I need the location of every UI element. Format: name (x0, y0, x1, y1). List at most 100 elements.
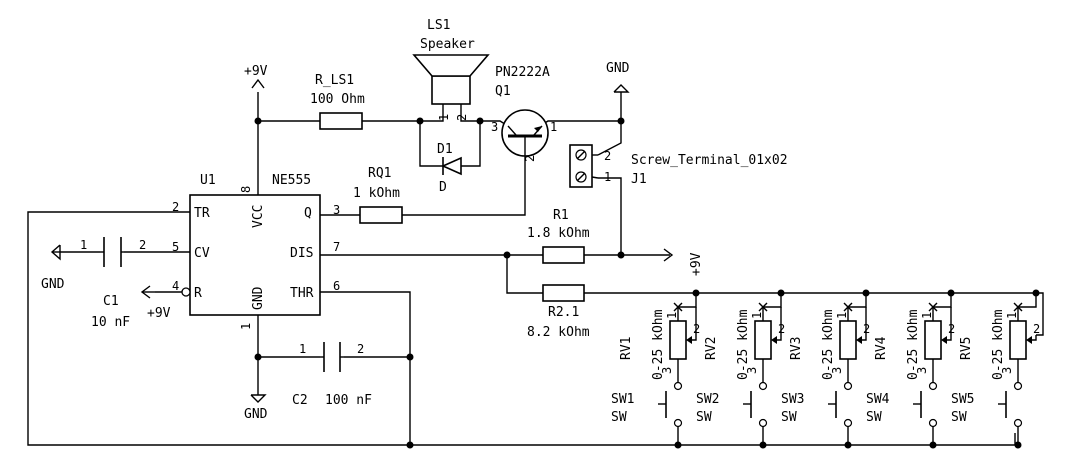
switch-ref: SW2 (696, 392, 719, 407)
pin-number: 1 (835, 312, 849, 319)
switch-contact (1013, 418, 1023, 428)
potentiometer-body (669, 320, 687, 360)
ground-icon (613, 84, 630, 93)
pin-label-cv: CV (194, 246, 210, 261)
power-label: +9V (689, 252, 704, 276)
pot-lead-1 (932, 293, 952, 321)
pin-label-tr: TR (194, 206, 210, 221)
pot-lead-1 (847, 293, 867, 321)
pin-number: 3 (333, 203, 340, 217)
junctions (254, 117, 625, 449)
pin-number: 2 (863, 322, 870, 336)
diode-d1: D1 D (426, 142, 462, 195)
switch-contact (673, 381, 683, 391)
wires (27, 92, 1044, 446)
power-label: GND (41, 277, 65, 292)
resistor-body (542, 284, 585, 302)
wiper-arrow-icon (686, 336, 692, 344)
resistor-value: 1.8 kOhm (527, 226, 590, 241)
pin-number: 2 (948, 322, 955, 336)
potentiometer-ref: RV5 (959, 337, 974, 360)
pin-label-dis: DIS (290, 246, 313, 261)
no-connect-icon (673, 302, 683, 312)
power-label: GND (244, 407, 268, 422)
resistor-body (359, 206, 403, 224)
speaker-magnet (431, 75, 471, 105)
pin-label-q: Q (304, 206, 312, 221)
switch-value: SW (866, 410, 882, 425)
pin-number: 2 (139, 238, 146, 252)
transistor-q1: PN2222A Q1 3 1 2 (491, 65, 557, 162)
capacitor-value: 100 nF (325, 393, 372, 408)
diode-value: D (439, 180, 447, 195)
ic-ne555: U1 NE555 2 5 4 3 7 6 8 1 TR CV R VCC Q D… (172, 173, 340, 330)
screw-terminal-j1: 2 1 Screw_Terminal_01x02 J1 (569, 144, 788, 188)
junction-dot (503, 251, 511, 259)
junction-dot (254, 117, 262, 125)
resistor-value: 8.2 kOhm (527, 325, 590, 340)
switch-value: SW (951, 410, 967, 425)
potentiometer-ref: RV1 (619, 337, 634, 360)
wiper-arrow-icon (1026, 336, 1032, 344)
power-9v-top: +9V (244, 64, 268, 89)
screw-slot (576, 172, 586, 182)
ground-icon (250, 394, 267, 403)
junction-dot (759, 441, 767, 449)
junction-dot (844, 441, 852, 449)
resistor-ref: RQ1 (368, 166, 391, 181)
resistor-value: 1 kOhm (353, 186, 400, 201)
potentiometer-ref: RV2 (704, 337, 719, 360)
power-label: GND (606, 61, 630, 76)
pin-number: 2 (523, 155, 537, 162)
pin-number: 5 (172, 240, 179, 254)
switch-contact (673, 418, 683, 428)
junction-dot (929, 441, 937, 449)
ic-body (189, 194, 321, 316)
capacitor-c2: 1 2 C2 100 nF (292, 342, 372, 408)
resistor-r21: R2.1 8.2 kOhm (527, 284, 590, 340)
resistor-value: 100 Ohm (310, 92, 365, 107)
resistor-ref: R1 (553, 208, 569, 223)
switch-contact (928, 418, 938, 428)
terminal-ref: J1 (631, 172, 647, 187)
switch-value: SW (611, 410, 627, 425)
resistor-r1: R1 1.8 kOhm (527, 208, 590, 264)
power-arrow-icon (663, 248, 674, 262)
switch-ref: SW5 (951, 392, 974, 407)
reset-inversion-bubble (181, 287, 191, 297)
power-arrow-icon (251, 78, 265, 89)
potentiometer-body (839, 320, 857, 360)
switch-contact (928, 381, 938, 391)
resistor-ref: R_LS1 (315, 73, 354, 88)
pin-number: 2 (693, 322, 700, 336)
junction-dot (406, 353, 414, 361)
transistor-ref: Q1 (495, 84, 511, 99)
terminal-lead (591, 176, 599, 179)
pin-label-r: R (194, 286, 202, 301)
switch-contact (843, 418, 853, 428)
capacitor-c1: 1 2 C1 10 nF (80, 237, 146, 330)
speaker-ls1: LS1 Speaker 1 2 (412, 18, 490, 121)
power-label: +9V (244, 64, 268, 79)
wiper-arrow-icon (771, 336, 777, 344)
capacitor-value: 10 nF (91, 315, 130, 330)
no-connect-icon (843, 302, 853, 312)
screw-slot (576, 150, 586, 160)
switch-value: SW (696, 410, 712, 425)
power-9v-reset: +9V (140, 285, 171, 321)
pin-number: 2 (604, 149, 611, 163)
wire-q1-base (402, 160, 526, 216)
wire-tr-loop (27, 211, 1016, 446)
switch-contact (758, 418, 768, 428)
power-gnd-top: GND (606, 61, 630, 93)
pin-label-thr: THR (290, 286, 314, 301)
transistor-collector (507, 125, 517, 136)
junction-dot (617, 251, 625, 259)
switch-contact (843, 381, 853, 391)
resistor-body (542, 246, 585, 264)
pin-number: 1 (665, 312, 679, 319)
pin-number: 1 (437, 114, 451, 121)
junction-dot (406, 441, 414, 449)
junction-dot (617, 117, 625, 125)
